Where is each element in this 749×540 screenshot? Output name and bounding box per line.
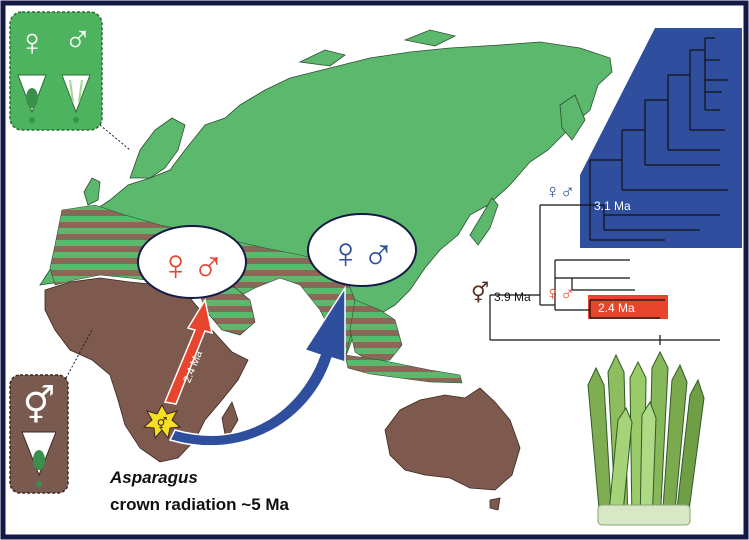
tasmania [489,497,501,511]
root-hermaphrodite-symbol: ⚥ [471,281,489,305]
scandinavia [129,117,186,179]
hermaphrodite-flower-icon [21,431,57,487]
red-dioecy-symbol: ♀♂ [159,241,225,290]
blue-clade-dioecy-symbol: ♀♂ [545,181,575,203]
dioecious-flower-panel: ♀ ♂ [9,11,131,151]
japan [469,197,499,246]
asparagus-base [597,504,691,526]
crown-radiation-label: crown radiation ~5 Ma [110,495,290,514]
blue-clade-age-label: 3.1 Ma [594,199,631,213]
red-clade-highlight [588,295,668,319]
root-age-label: 3.9 Ma [494,290,531,304]
female-symbol-panel: ♀ [18,22,47,64]
madagascar [221,401,239,442]
australia-landmass [384,387,521,491]
female-flower-icon [17,74,47,123]
origin-hermaphrodite-symbol: ⚥ [157,417,168,431]
kamchatka [559,94,586,141]
se-asia-striped-zone [349,299,403,363]
red-clade-dioecy-symbol: ♀♂ [545,283,575,305]
hermaphrodite-symbol-panel: ⚥ [23,385,56,426]
red-clade-age-label: 2.4 Ma [598,301,635,315]
hermaphrodite-flower-panel: ⚥ [9,329,93,494]
asian-dioecy-bubble: ♀♂ [307,213,417,287]
british-isles [83,177,101,206]
tree-branches [489,37,728,345]
male-symbol-panel: ♂ [64,19,93,61]
male-flower-icon [61,74,91,123]
arctic-islands [298,29,457,67]
phylogeny: ⚥ 3.9 Ma ♀♂ 3.1 Ma ♀♂ 2.4 Ma [471,28,742,345]
blue-clade-highlight [580,28,742,248]
mediterranean-dioecy-bubble: ♀♂ [137,225,247,299]
asparagus-bundle-illustration [587,350,705,526]
indonesia-striped [344,354,463,384]
blue-dioecy-symbol: ♀♂ [329,229,395,278]
origin-star-icon: ⚥ [142,403,182,440]
genus-name: Asparagus [109,468,198,487]
